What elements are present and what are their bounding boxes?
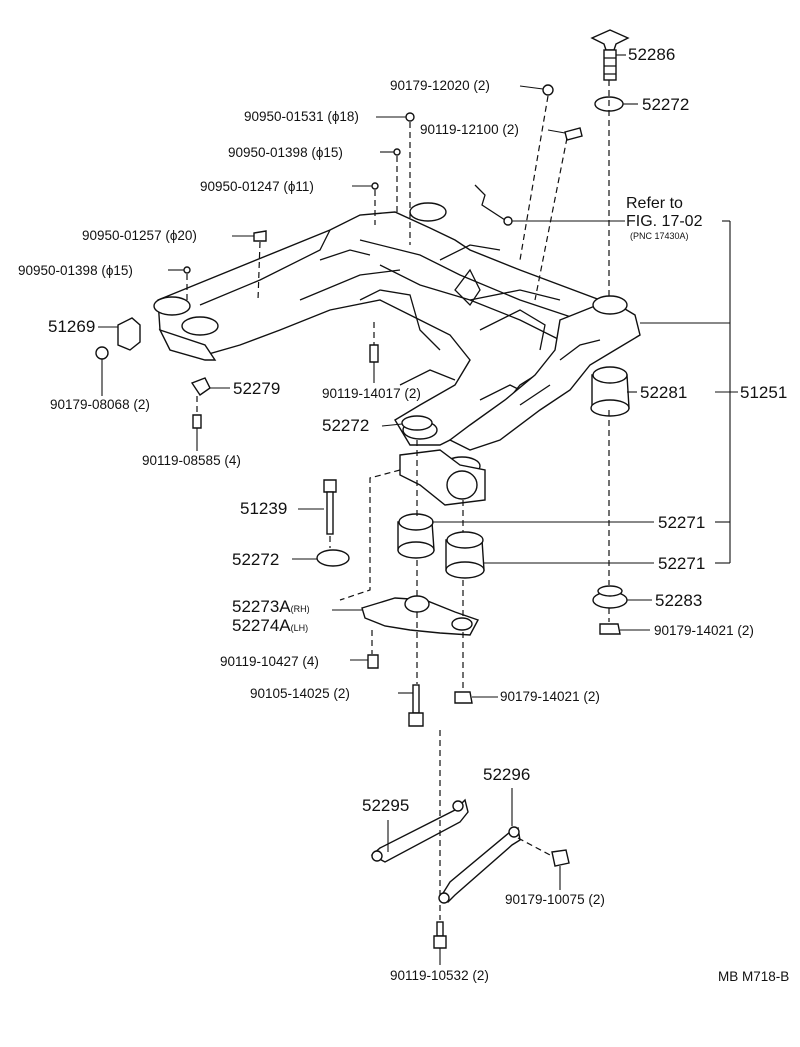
label-51269: 51269 [48, 317, 96, 336]
bolt-52286 [590, 29, 630, 81]
nut-90179-14021-right [599, 623, 621, 635]
label-52274A-side: (LH) [290, 623, 309, 633]
label-51251: 51251 [740, 383, 788, 402]
bolt-90119-10532 [433, 921, 447, 949]
plug-90950-01531 [405, 112, 415, 122]
label-90179-14021-centre: 90179-14021 (2) [500, 689, 600, 704]
label-90179-12020: 90179-12020 (2) [390, 78, 490, 93]
brace-52296 [438, 826, 521, 904]
label-90950-01398-a: 90950-01398 (ϕ15) [228, 145, 343, 160]
label-90179-14021-right: 90179-14021 (2) [654, 623, 754, 638]
label-90950-01531: 90950-01531 (ϕ18) [244, 109, 359, 124]
bushing-52281 [590, 366, 630, 417]
bolt-90105-14025 [408, 684, 424, 727]
label-51239: 51239 [240, 499, 288, 518]
label-90119-14017: 90119-14017 (2) [322, 386, 421, 401]
label-52273A-number: 52273A [232, 597, 291, 616]
label-52271-a: 52271 [658, 513, 706, 532]
label-52272-low: 52272 [232, 550, 280, 569]
washer-52272-mid [401, 415, 433, 431]
label-90105-14025: 90105-14025 (2) [250, 686, 350, 701]
label-90119-10427: 90119-10427 (4) [220, 654, 319, 669]
bushing-52271-a [397, 513, 435, 559]
nut-90179-14021-centre [454, 691, 473, 704]
label-90119-10532: 90119-10532 (2) [390, 968, 489, 983]
bolt-90119-12100 [564, 127, 583, 141]
label-90119-12100: 90119-12100 (2) [420, 122, 519, 137]
bolt-90119-14017 [369, 344, 379, 363]
label-52272-mid: 52272 [322, 416, 370, 435]
plug-90950-01247 [371, 182, 379, 190]
diagram-id: MB M718-B [718, 969, 790, 984]
nut-90179-10075 [551, 849, 570, 867]
bushing-52271-b [445, 531, 485, 579]
bolt-90119-08585 [192, 414, 202, 429]
label-52273A: 52273A(RH) [232, 598, 310, 615]
label-52279: 52279 [233, 379, 281, 398]
refer-to-line1: Refer to [626, 195, 683, 212]
nut-90179-12020 [542, 84, 554, 96]
refer-to-fig: FIG. 17-02 [626, 213, 703, 230]
label-52296: 52296 [483, 765, 531, 784]
label-52273A-side: (RH) [290, 604, 310, 614]
label-52295: 52295 [362, 796, 410, 815]
bolt-51239 [323, 479, 337, 535]
leader-lines [98, 54, 738, 965]
nut-90179-08068 [95, 346, 109, 360]
label-52272-top: 52272 [642, 95, 690, 114]
washer-52272-low [316, 549, 350, 567]
label-52271-b: 52271 [658, 554, 706, 573]
plug-90950-01398-a [393, 148, 401, 156]
bracket-52279 [190, 377, 211, 396]
label-52286: 52286 [628, 45, 676, 64]
label-52281: 52281 [640, 383, 688, 402]
bracket-51269 [117, 317, 141, 351]
plug-90950-01257 [253, 230, 267, 242]
label-90950-01398-b: 90950-01398 (ϕ15) [18, 263, 133, 278]
label-52274A-number: 52274A [232, 616, 291, 635]
brace-52295 [370, 798, 469, 863]
bolt-90119-10427 [367, 654, 379, 669]
label-52274A: 52274A(LH) [232, 617, 308, 634]
assembly-lines [186, 80, 610, 920]
label-90179-08068: 90179-08068 (2) [50, 397, 150, 412]
label-90950-01257: 90950-01257 (ϕ20) [82, 228, 197, 243]
subframe-crossmember [153, 184, 641, 506]
label-90179-10075: 90179-10075 (2) [505, 892, 605, 907]
stopper-52283 [592, 585, 628, 609]
refer-to-pnc: (PNC 17430A) [630, 231, 689, 241]
label-90119-08585: 90119-08585 (4) [142, 453, 241, 468]
plug-90950-01398-b [183, 266, 191, 274]
label-52283: 52283 [655, 591, 703, 610]
label-90950-01247: 90950-01247 (ϕ11) [200, 179, 314, 194]
